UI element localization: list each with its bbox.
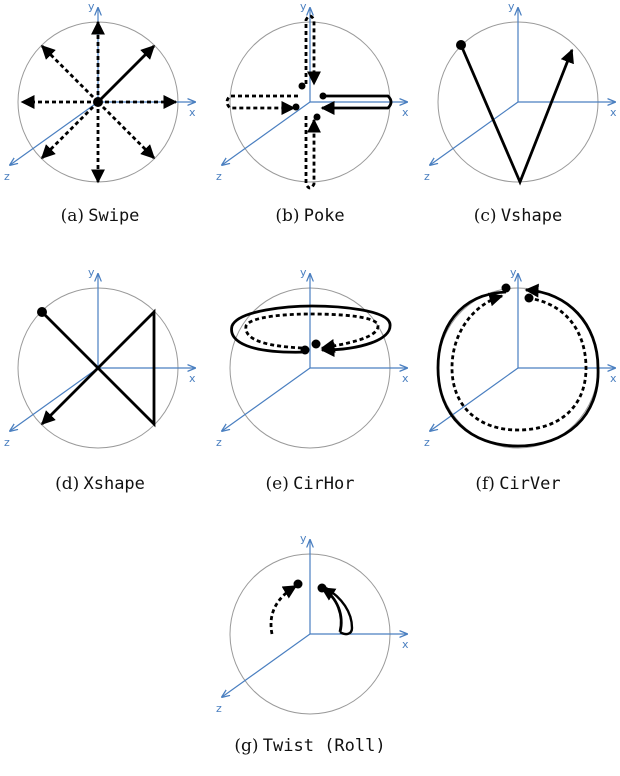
swipe-arrows [20, 20, 178, 184]
twist-arrows [269, 584, 354, 636]
panel-xshape: y x z (d) Xshape [0, 266, 200, 518]
caption-f: (f) CirVer [475, 474, 561, 494]
xshape-diagram: y x z [4, 266, 196, 449]
caption-b: (b) Poke [275, 206, 345, 226]
panel-swipe: y x z (a) Swipe [0, 0, 200, 250]
poke-loops [225, 14, 393, 190]
panel-poke: y x z (b) Poke [210, 0, 410, 250]
z-axis-label: z [4, 170, 10, 183]
start-point [93, 97, 103, 107]
poke-diagram: y x z [216, 0, 409, 190]
y-axis-label: y [300, 532, 307, 545]
swipe-diagram: y x z [4, 0, 196, 184]
y-axis-label: y [300, 266, 307, 279]
cirver-circles [436, 283, 600, 448]
xshape-path [41, 308, 156, 428]
panel-vshape: y x z (c) Vshape [418, 0, 618, 250]
caption-a: (a) Swipe [60, 206, 140, 226]
panel-cirver: y x z (f) CirVer [418, 266, 618, 518]
x-axis-label: x [610, 372, 617, 385]
cirhor-ellipses [230, 304, 392, 357]
vshape-diagram: y x z [424, 0, 617, 186]
cirver-diagram: y x z [424, 266, 617, 449]
y-axis-label: y [508, 0, 515, 13]
z-axis-label: z [424, 170, 430, 183]
panel-cirhor: y x z (e) CirHor [210, 266, 410, 518]
y-axis-label: y [88, 0, 95, 13]
y-axis-label: y [300, 0, 307, 13]
y-axis-label: y [510, 266, 517, 279]
z-axis-label: z [4, 436, 10, 449]
axes: y x z [216, 0, 409, 183]
z-axis-label: z [216, 170, 222, 183]
z-axis-label: z [216, 436, 222, 449]
vshape-path [459, 44, 574, 186]
axes: y x z [424, 0, 617, 183]
x-axis-label: x [610, 106, 617, 119]
z-axis-label: z [216, 702, 222, 715]
x-axis-label: x [189, 372, 196, 385]
x-axis-label: x [402, 372, 409, 385]
z-axis-label: z [424, 436, 430, 449]
axes: y x z [4, 266, 196, 449]
caption-c: (c) Vshape [473, 206, 563, 226]
cirhor-diagram: y x z [216, 266, 409, 449]
caption-d: (d) Xshape [55, 474, 145, 494]
twist-diagram: y x z [216, 532, 409, 715]
caption-e: (e) CirHor [265, 474, 355, 494]
axes: y x z [216, 266, 409, 449]
panel-twist: y x z (g) Twist (Roll) [210, 526, 410, 776]
axes: y x z [216, 532, 409, 715]
axes: y x z [4, 0, 196, 183]
caption-g: (g) Twist (Roll) [234, 736, 386, 756]
x-axis-label: x [402, 106, 409, 119]
x-axis-label: x [189, 106, 196, 119]
y-axis-label: y [88, 266, 95, 279]
x-axis-label: x [402, 638, 409, 651]
